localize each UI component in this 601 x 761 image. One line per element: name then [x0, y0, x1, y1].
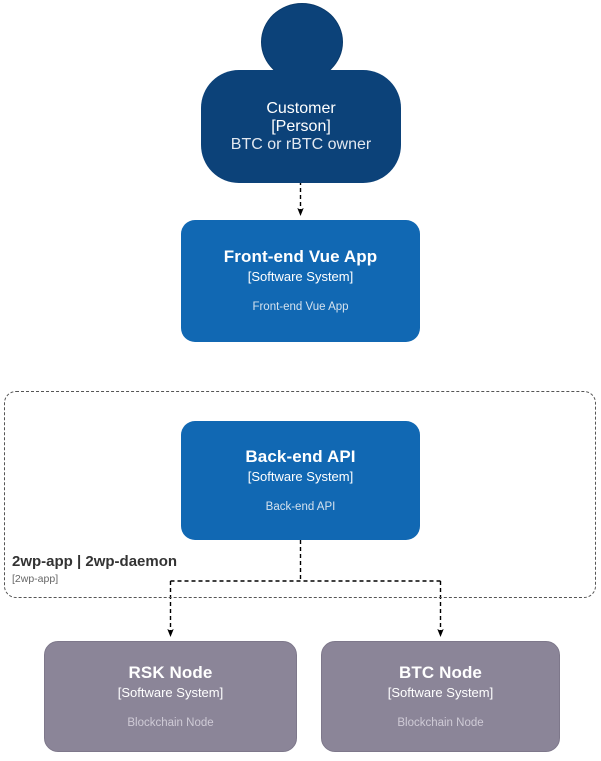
node-backend-api-type: [Software System] [247, 468, 354, 484]
person-body-shape [201, 70, 401, 183]
boundary-type: [2wp-app] [12, 573, 59, 585]
node-frontend-vue-app[interactable]: Front-end Vue App [Software System] Fron… [181, 220, 420, 342]
node-rsk-node[interactable]: RSK Node [Software System] Blockchain No… [44, 641, 297, 752]
node-frontend-vue-app-type: [Software System] [247, 269, 354, 284]
person-head-icon [261, 3, 343, 81]
node-rsk-node-title: RSK Node [128, 662, 213, 682]
node-rsk-node-type: [Software System] [117, 684, 224, 700]
node-backend-api-title: Back-end API [245, 446, 356, 466]
node-customer-description: BTC or rBTC owner [230, 135, 372, 153]
node-frontend-vue-app-title: Front-end Vue App [223, 247, 378, 266]
node-customer-type: [Person] [271, 117, 331, 135]
connector-backend-to-nodes [167, 540, 444, 637]
node-customer[interactable]: Customer [Person] BTC or rBTC owner [201, 3, 401, 183]
node-customer-title: Customer [266, 99, 336, 117]
boundary-title: 2wp-app | 2wp-daemon [12, 553, 178, 570]
node-rsk-node-description: Blockchain Node [127, 716, 214, 729]
boundary-2wp-app [4, 391, 596, 598]
node-btc-node-type: [Software System] [387, 684, 494, 700]
node-backend-api-description: Back-end API [265, 500, 336, 513]
node-btc-node[interactable]: BTC Node [Software System] Blockchain No… [321, 641, 560, 752]
node-backend-api[interactable]: Back-end API [Software System] Back-end … [181, 421, 420, 540]
node-customer-labels: Customer [Person] BTC or rBTC owner [201, 70, 401, 183]
boundary-2wp-app-label: 2wp-app | 2wp-daemon [2wp-app] [12, 553, 177, 586]
node-frontend-vue-app-description: Front-end Vue App [252, 301, 349, 313]
node-btc-node-description: Blockchain Node [397, 716, 484, 729]
node-btc-node-title: BTC Node [399, 662, 482, 682]
